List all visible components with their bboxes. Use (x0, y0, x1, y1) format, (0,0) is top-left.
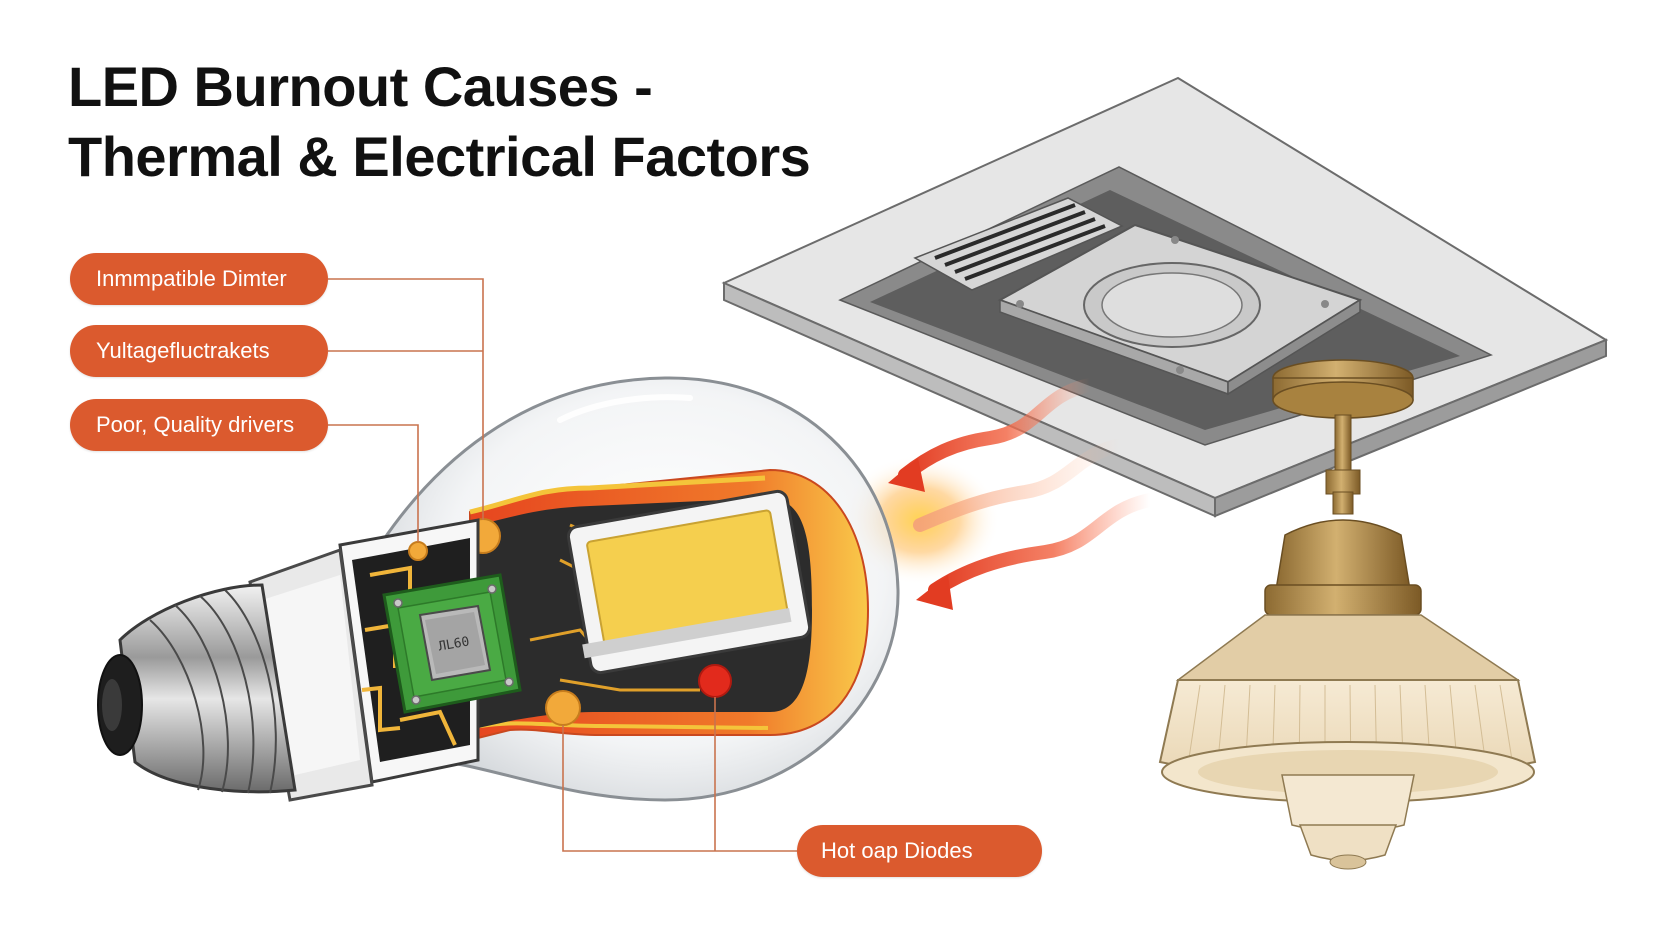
callout-voltage-fluctuations: Yultagefluctrakets (70, 325, 328, 377)
title-line-1: LED Burnout Causes - (68, 55, 653, 118)
leader-lines (328, 278, 797, 852)
callout-incompatible-dimmer: Inmmpatible Dimter (70, 253, 328, 305)
page-title: LED Burnout Causes - Thermal & Electrica… (68, 52, 811, 192)
ceiling-fixture (721, 76, 1609, 518)
leader-line-dimmer (328, 278, 484, 520)
leader-line-diodes (562, 725, 797, 852)
callout-hot-diodes: Hot oap Diodes (797, 825, 1042, 877)
title-line-2: Thermal & Electrical Factors (68, 125, 811, 188)
callout-poor-quality-drivers: Poor, Quality drivers (70, 399, 328, 451)
pendant-lamp (1158, 359, 1537, 870)
led-bulb: ЛL60 (97, 376, 900, 802)
leader-line-drivers (328, 424, 419, 542)
chip-label: ЛL60 (437, 634, 470, 654)
